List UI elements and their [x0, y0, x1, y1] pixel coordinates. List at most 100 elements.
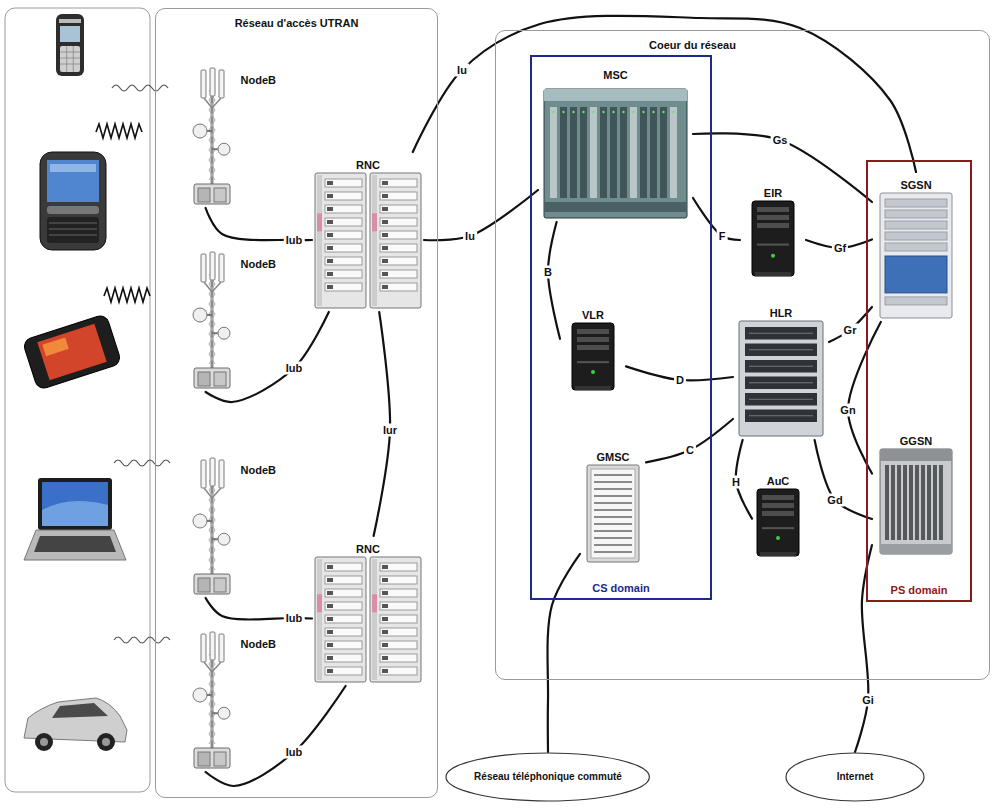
antenna-tower	[204, 98, 212, 108]
interface-label: Iu	[463, 230, 477, 243]
equipment-rack	[572, 323, 614, 390]
antenna-tower	[209, 354, 215, 364]
equipment-rack	[325, 231, 362, 239]
equipment-illustration	[538, 81, 693, 222]
antenna-tower	[209, 120, 215, 130]
equipment-rack	[327, 643, 333, 647]
equipment-label: AuC	[767, 474, 790, 488]
equipment-rack	[380, 589, 417, 597]
equipment-rack	[327, 181, 333, 185]
equipment-rack	[885, 210, 947, 218]
equipment-rack	[572, 111, 574, 113]
equipment-label: MSC	[603, 68, 627, 82]
antenna-tower	[212, 488, 221, 498]
equipment-rack	[745, 327, 817, 340]
antenna-tower	[212, 148, 218, 150]
equipment-rack	[552, 111, 554, 113]
equipment-rack	[325, 257, 362, 265]
antenna-illustration	[188, 252, 236, 392]
equipment-rack	[880, 449, 952, 554]
equipment-rack	[594, 523, 632, 525]
equipment-rack	[594, 551, 632, 553]
equipment-rack	[575, 386, 611, 390]
ps-domain-box: PS domainSGSNGGSN	[866, 160, 972, 602]
equipment-rack	[380, 205, 417, 213]
equipment-rack	[632, 111, 634, 113]
interface-label: D	[674, 374, 686, 387]
equipment-rack	[382, 565, 388, 569]
antenna-tower	[209, 150, 215, 160]
equipment-rack	[642, 111, 644, 113]
equipment-label: GMSC	[597, 450, 630, 464]
equipment-illustration	[580, 463, 646, 566]
core-network-panel: Coeur du réseauCS domainMSCVLRGMSCEIRHLR…	[495, 30, 990, 680]
antenna-tower	[193, 308, 207, 322]
equipment-rack	[325, 615, 362, 623]
antenna-tower	[209, 510, 215, 520]
equipment-rack	[382, 246, 388, 250]
radio-wave	[104, 288, 150, 302]
equipment-rack	[317, 213, 322, 231]
antenna-tower	[193, 688, 207, 702]
equipment-rack	[570, 107, 577, 198]
equipment-rack	[762, 503, 794, 508]
equipment-rack	[757, 207, 789, 212]
interface-link	[548, 222, 560, 339]
equipment-rack	[380, 654, 417, 662]
equipment-rack	[380, 244, 417, 252]
pda-phone	[40, 152, 106, 250]
equipment-rack	[587, 465, 639, 562]
equipment-rack	[317, 594, 322, 612]
antenna-tower	[209, 714, 215, 724]
equipment-rack	[577, 361, 609, 363]
equipment-rack	[380, 615, 417, 623]
antenna-tower	[209, 684, 215, 694]
equipment-rack	[587, 465, 639, 562]
equipment-rack	[749, 382, 813, 383]
equipment-rack	[660, 107, 667, 198]
antenna-tower	[212, 712, 218, 714]
equipment-rack	[771, 254, 775, 258]
antenna-tower	[209, 294, 215, 304]
sgsn-equipment: SGSN	[872, 172, 960, 322]
antenna-tower	[198, 752, 210, 766]
equipment-rack	[745, 410, 817, 423]
interface-label: H	[730, 476, 742, 489]
equipment-rack	[776, 536, 780, 540]
equipment-rack	[327, 604, 333, 608]
equipment-illustration	[312, 555, 424, 686]
pda-phone	[47, 206, 99, 214]
equipment-illustration	[752, 487, 804, 560]
equipment-rack	[757, 489, 799, 556]
equipment-rack	[612, 111, 614, 113]
equipment-rack	[755, 272, 791, 276]
equipment-rack	[650, 107, 657, 198]
equipment-rack	[591, 370, 595, 374]
equipment-rack	[382, 233, 388, 237]
antenna-tower	[209, 724, 215, 734]
antenna-tower	[204, 662, 212, 672]
equipment-rack	[380, 667, 417, 675]
equipment-rack	[757, 244, 789, 246]
slider-phone	[37, 324, 106, 381]
interface-label: Gr	[842, 324, 859, 337]
antenna-tower	[209, 304, 215, 314]
interface-link	[848, 322, 881, 474]
nodeb-station: NodeB	[188, 68, 276, 208]
mobile-phone	[59, 19, 81, 23]
antenna-illustration	[188, 458, 236, 598]
pda-phone	[40, 152, 106, 250]
equipment-rack	[327, 669, 333, 673]
slider-phone	[22, 314, 122, 391]
equipment-rack	[325, 218, 362, 226]
network-label: Réseau téléphonique commuté	[474, 770, 622, 784]
equipment-rack	[327, 617, 333, 621]
interface-label: Gf	[832, 242, 848, 255]
antenna-tower	[207, 694, 212, 696]
interface-label: Iur	[381, 424, 399, 437]
equipment-rack	[380, 179, 417, 187]
car	[24, 698, 127, 751]
interface-label: B	[542, 266, 554, 279]
equipment-label: VLR	[582, 308, 604, 322]
antenna-tower	[209, 344, 215, 354]
